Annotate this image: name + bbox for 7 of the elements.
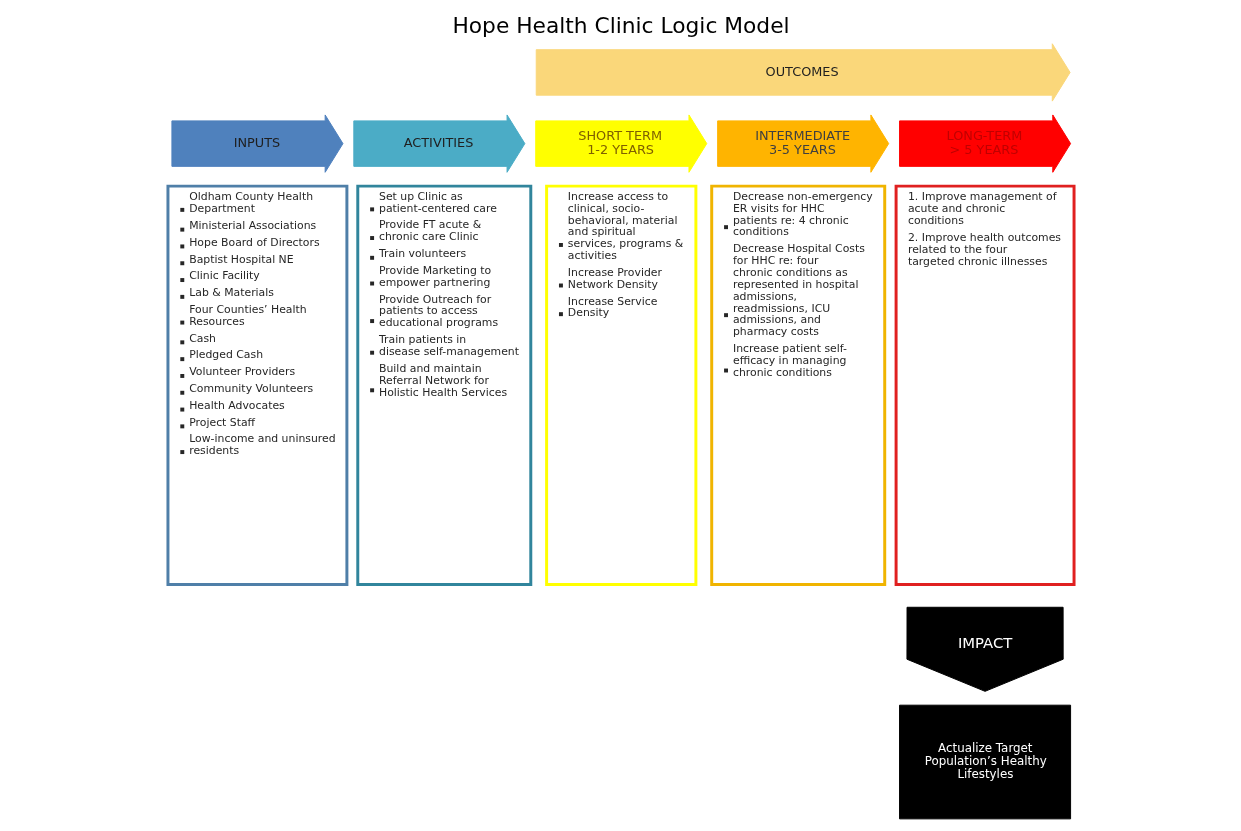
node-box: Increase access to clinical, socio-behavioral, material and spiritual services, programs & activities Increase Provider Network Density Increase Service Density [544, 184, 697, 587]
node-box: Decrease non-emergency ER visits for HHC patients re: 4 chronic conditions Decrease Hospital Costs for HHC re: four chronic conditions as represented in hospital admissions, readmissions, ICU admissions, and pharmacy costs Increase patient self-efficacy in managing chronic conditions [709, 184, 886, 587]
node-box: Actualize Target Population’s Healthy Lifestyles [898, 704, 1071, 820]
node-box: Oldham County Health Department Ministerial Associations Hope Board of Directors Baptist Hospital NE Clinic Facility Lab & Materials Four Counties’ Health Resources Cash Pledged Cash Volunteer Providers Community Volunteers Health Advocates Project Staff Low-income and uninsured residents [165, 184, 348, 587]
diagram-title: Hope Health Clinic Logic Model [451, 13, 790, 39]
node-box: Set up Clinic as patient-centered care Provide FT acute & chronic care Clinic Train volunteers Provide Marketing to empower partnering Provide Outreach for patients to access educational programs Train patients in disease self-management Build and maintain Referral Network for Holistic Health Services [355, 184, 532, 587]
node-box: 1. Improve management of acute and chronic conditions 2. Improve health outcomes related to the four targeted chronic illnesses [894, 184, 1076, 587]
